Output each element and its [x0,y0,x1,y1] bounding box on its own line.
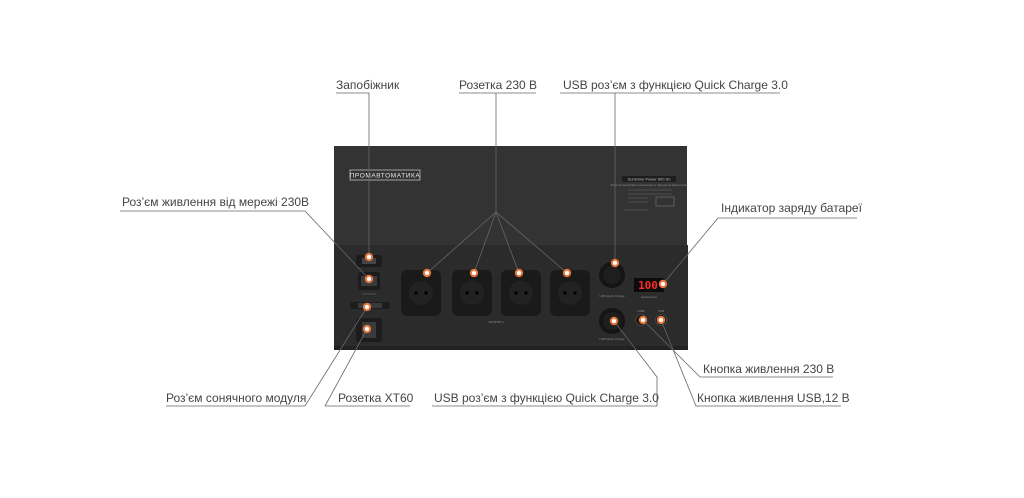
button-usb-caption: USB [658,309,664,313]
leader-lines [120,92,857,407]
button-230-caption: 230В [637,309,644,313]
marker-button-usb [656,315,666,325]
label-usb-qc-bottom: USB роз’єм з функцією Quick Charge 3.0 [434,391,659,405]
leader-socket-230-d [495,211,568,274]
label-socket-230: Розетка 230 В [459,78,537,92]
brand-plate [349,169,421,181]
marker-socket-2 [469,268,479,278]
leader-socket-230-b [473,211,497,274]
label-battery-indicator: Індикатор заряду батареї [721,201,863,215]
panel-subtitle: Блок безперебійного живлення з гібридним… [611,183,688,187]
leader-xt60-stem [324,328,368,407]
markers [362,252,668,334]
label-power-button-230: Кнопка живлення 230 В [703,362,834,376]
info-sticker: Sunshine Power 800 Sh Блок безперебійног… [611,176,688,211]
label-fuse: Запобіжник [336,78,400,92]
display-value: 100 [638,279,658,292]
label-mains-input: Роз’єм живлення від мережі 230В [122,195,309,209]
display-caption: акумулятор [641,295,657,299]
marker-solar [362,302,372,312]
marker-socket-4 [562,268,572,278]
usb-top-caption: USB Quick Charge [599,294,625,298]
leader-fuse [336,92,370,257]
ac-socket-3 [501,270,541,316]
label-power-button-usb: Кнопка живлення USB,12 В [697,391,850,405]
marker-usb-bottom [609,316,619,326]
battery-display: 100 акумулятор [634,278,664,299]
top-panel [334,146,687,246]
leader-button-usb [660,319,841,407]
ac-socket-1 [401,270,441,316]
label-solar: Роз’єм сонячного модуля [166,391,306,405]
ac-socket-4 [550,270,590,316]
label-usb-qc-top: USB роз’єм з функцією Quick Charge 3.0 [563,78,788,92]
leader-solar [166,306,368,407]
leader-socket-230-a [426,211,497,274]
leader-mains [120,210,370,280]
sockets-caption: 230 В/50Гц [488,320,504,324]
leader-battery [662,217,857,285]
marker-fuse [364,252,374,262]
panel-title: Sunshine Power 800 Sh [628,177,671,182]
ac-socket-2 [452,270,492,316]
usb-bottom-caption: USB Quick Charge [599,337,625,341]
leader-usb-bottom [432,320,658,407]
leader-socket-230-c [495,211,520,274]
marker-button-230 [638,315,648,325]
marker-socket-1 [422,268,432,278]
marker-usb-top [610,258,620,268]
label-xt60: Розетка XT60 [338,391,414,405]
marker-socket-3 [514,268,524,278]
brand-name: ПРОМАВТОМАТИКА [350,173,421,180]
marker-xt60 [362,324,372,334]
marker-mains [364,274,374,284]
usb-port-top: USB Quick Charge [599,262,625,298]
bottom-bezel [334,346,688,350]
marker-battery [658,279,668,289]
leader-button-230 [642,319,833,378]
